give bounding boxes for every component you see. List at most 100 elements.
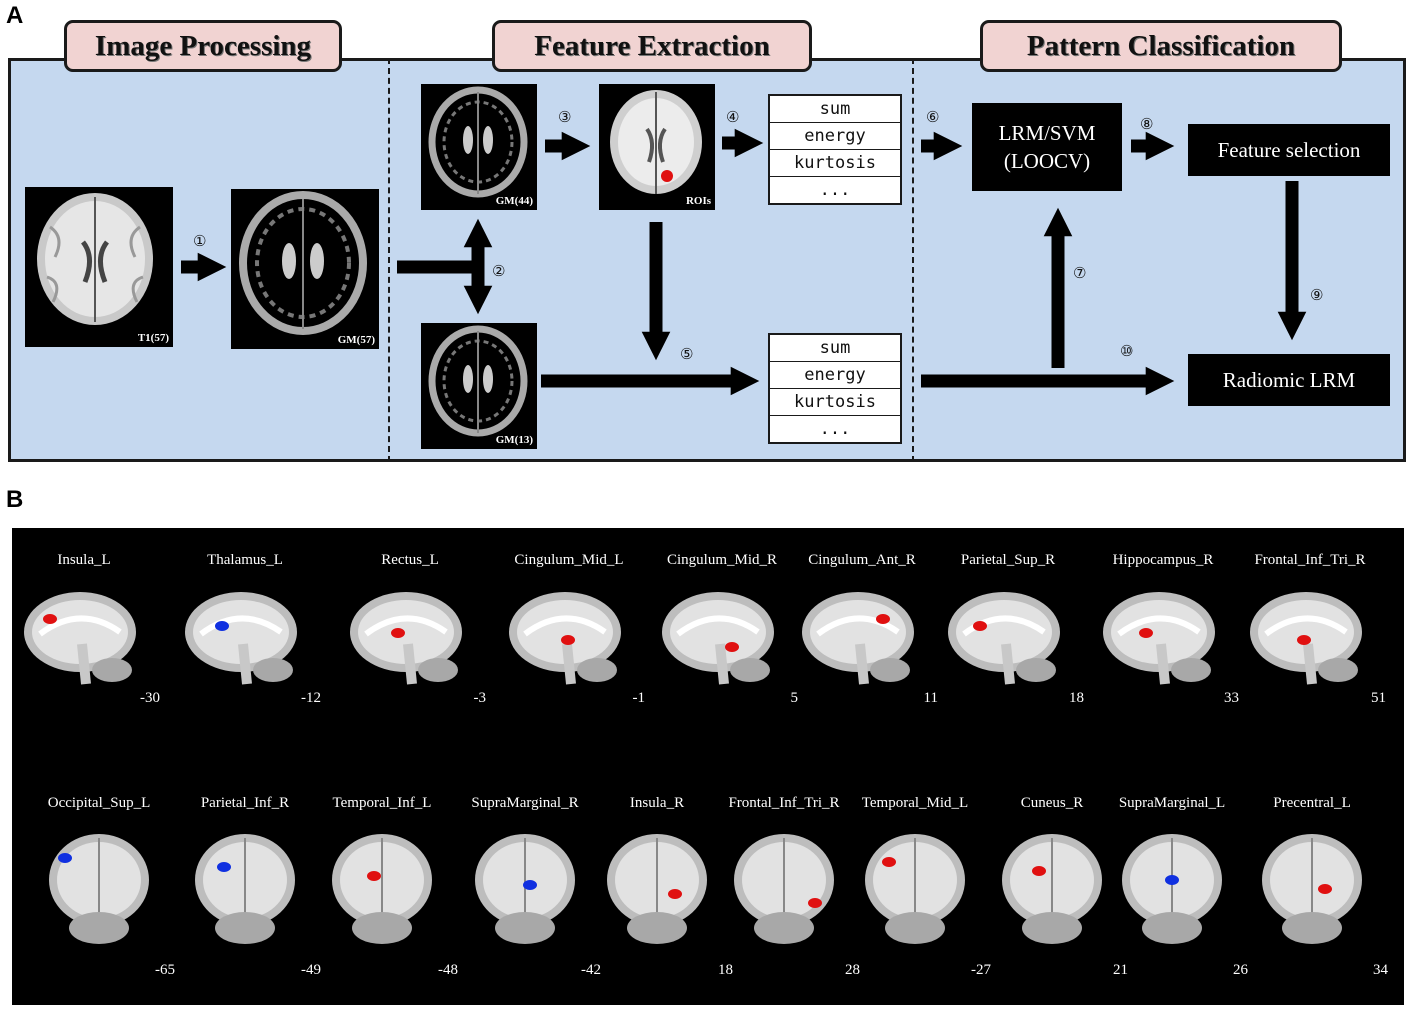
slice-number: -27: [971, 962, 991, 978]
gm13-brain-image: GM(13): [421, 323, 537, 449]
brain-slice-image: [1002, 834, 1102, 944]
region-label: Precentral_L: [1273, 795, 1351, 811]
region-label: Frontal_Inf_Tri_R: [1254, 552, 1366, 568]
feature-row: energy: [770, 362, 900, 389]
slice-number: 33: [1224, 690, 1239, 706]
slice-number: -30: [140, 690, 160, 706]
brain-slice-image: [24, 592, 136, 685]
step-3-label: ③: [558, 108, 572, 126]
brain-slice-image: [509, 592, 621, 685]
title-image-processing: Image Processing: [64, 20, 342, 72]
region-label: Cingulum_Mid_L: [514, 552, 624, 568]
slice-number: 34: [1373, 962, 1388, 978]
step-2-label: ②: [492, 262, 506, 280]
gm44-brain-image: GM(44): [421, 84, 537, 210]
brain-slice-image: [475, 834, 575, 944]
section-divider-2: [912, 58, 914, 462]
step-6-label: ⑥: [926, 108, 940, 126]
slice-number: -12: [301, 690, 321, 706]
t1-brain-image: T1(57): [25, 187, 173, 347]
step-10-label: ⑩: [1120, 342, 1134, 360]
region-label: SupraMarginal_L: [1118, 795, 1226, 811]
region-label: Temporal_Inf_L: [332, 795, 432, 811]
region-label: Cuneus_R: [1020, 795, 1084, 811]
slice-number: 28: [845, 962, 860, 978]
feature-table-bottom: sum energy kurtosis ...: [768, 333, 902, 444]
section-divider-1: [388, 58, 390, 462]
slice-number: 5: [790, 690, 799, 706]
feature-row: sum: [770, 335, 900, 362]
region-label: Cingulum_Ant_R: [808, 552, 916, 568]
t1-label: T1(57): [137, 332, 169, 344]
feature-row: energy: [770, 123, 900, 150]
region-label: Cingulum_Mid_R: [666, 552, 778, 568]
feature-row: ...: [819, 180, 851, 200]
region-label: Insula_R: [629, 795, 685, 811]
radiomic-lrm-box: Radiomic LRM: [1188, 354, 1390, 406]
slice-number: -3: [473, 690, 487, 706]
gm57-label: GM(57): [337, 334, 375, 346]
feature-selection-box: Feature selection: [1188, 124, 1390, 176]
slice-number: -48: [438, 962, 458, 978]
slice-number: 26: [1233, 962, 1248, 978]
title-pattern-classification: Pattern Classification: [980, 20, 1342, 72]
brain-slice-image: [734, 834, 834, 944]
rois-label: ROIs: [685, 195, 711, 207]
brain-slice-image: [802, 592, 914, 685]
region-label: SupraMarginal_R: [471, 795, 579, 811]
region-label: Hippocampus_R: [1112, 552, 1214, 568]
rois-brain-image: ROIs: [599, 84, 715, 210]
brain-slice-image: [1122, 834, 1222, 944]
brain-slice-image: [607, 834, 707, 944]
lrm-svm-line2: (LOOCV): [1003, 149, 1091, 173]
region-label: Insula_L: [57, 552, 111, 568]
brain-slice-image: [1262, 834, 1362, 944]
flow-arrows: [181, 128, 1307, 396]
panel-b-letter: B: [6, 486, 24, 513]
gm57-brain-image: GM(57): [231, 189, 379, 349]
slice-number: -1: [632, 690, 646, 706]
region-label: Parietal_Sup_R: [960, 552, 1056, 568]
region-label: Occipital_Sup_L: [47, 795, 151, 811]
lrm-svm-box: LRM/SVM (LOOCV): [972, 103, 1122, 191]
brain-slice-image: [662, 592, 774, 685]
step-9-label: ⑨: [1310, 286, 1324, 304]
lrm-svm-line1: LRM/SVM: [998, 121, 1096, 145]
brain-slice-image: [332, 834, 432, 944]
feature-row: kurtosis: [770, 389, 900, 416]
slice-number: 21: [1113, 962, 1128, 978]
brain-slice-image: [185, 592, 297, 685]
brain-slice-image: [865, 834, 965, 944]
step-8-label: ⑧: [1140, 115, 1154, 133]
slice-number: 18: [1069, 690, 1084, 706]
title-feature-extraction: Feature Extraction: [492, 20, 812, 72]
gm44-label: GM(44): [495, 195, 533, 207]
slice-number: -65: [155, 962, 175, 978]
slice-number: 18: [718, 962, 733, 978]
gm13-label: GM(13): [495, 434, 533, 446]
slice-number: 11: [923, 690, 938, 706]
feature-table-top: sum energy kurtosis ...: [768, 94, 902, 205]
region-label: Temporal_Mid_L: [861, 795, 969, 811]
slice-number: 51: [1371, 690, 1386, 706]
slice-number: -42: [581, 962, 601, 978]
step-7-label: ⑦: [1073, 264, 1087, 282]
brain-slice-image: [1250, 592, 1362, 685]
brain-slice-image: [195, 834, 295, 944]
brain-slice-image: [1103, 592, 1215, 685]
region-label: Parietal_Inf_R: [200, 795, 290, 811]
brain-slice-image: [350, 592, 462, 685]
step-4-label: ④: [726, 108, 740, 126]
brain-slice-image: [948, 592, 1060, 685]
feature-row: sum: [770, 96, 900, 123]
brain-slice-image: [49, 834, 149, 944]
panel-a-letter: A: [6, 2, 24, 29]
feature-row: kurtosis: [770, 150, 900, 177]
step-5-label: ⑤: [680, 345, 694, 363]
region-label: Rectus_L: [381, 552, 439, 568]
feature-row: ...: [819, 419, 851, 439]
slice-number: -49: [301, 962, 321, 978]
step-1-label: ①: [193, 232, 207, 250]
region-label: Thalamus_L: [207, 552, 283, 568]
region-label: Frontal_Inf_Tri_R: [728, 795, 840, 811]
